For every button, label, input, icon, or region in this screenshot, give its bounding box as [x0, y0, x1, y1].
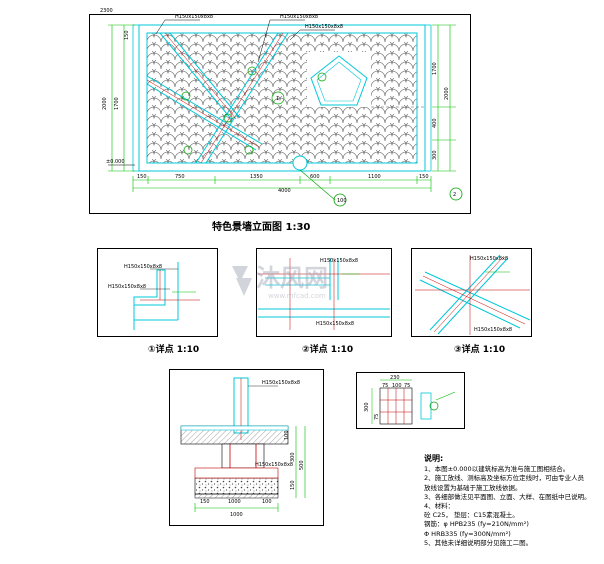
small-dim-75b: 75: [404, 383, 410, 389]
wall-elevation: 100 1 H150x150x8x8 H150x150x8x8 H150x150…: [132, 14, 432, 207]
detail1-label-a: H150x150x8x8: [124, 264, 162, 270]
note-item-9: 5、其他未详细说明部分见施工二图。: [424, 538, 533, 547]
dim-1700-right: 1700: [432, 62, 438, 75]
marker-2: 2: [453, 192, 456, 198]
marker-100: 100: [337, 198, 347, 204]
small-dim-100a: 100: [392, 383, 402, 389]
detail3-caption: ③详点 1:10: [454, 345, 506, 355]
detail1-label-b: H150x150x8x8: [108, 284, 146, 290]
right-dim-texts: 1700 2000 400 300: [432, 62, 450, 160]
note-item-3: 放线设置为基础于施工放线依据。: [424, 483, 522, 492]
note-item-7: 钢筋：φ HPB235 (fy=210N/mm²): [424, 520, 529, 529]
detail1-caption: ①详点 1:10: [148, 345, 200, 355]
detail2-caption: ②详点 1:10: [302, 345, 354, 355]
section-dim-base: 1000: [230, 512, 243, 518]
detail3-frame: [411, 248, 532, 337]
note-item-6: 砼 C25， 垫层：C15素混凝土。: [424, 511, 519, 520]
detail1-drawing: H150x150x8x8 H150x150x8x8: [108, 262, 200, 330]
callout-label-1: H150x150x8x8: [175, 14, 213, 20]
watermark-text: 沐风网: [256, 264, 328, 292]
dim-bottom-150a: 150: [137, 174, 147, 180]
callout-label-2: H150x150x8x8: [280, 14, 318, 20]
notes-block: 说明: 1、本图±0.000以建筑标高为准与施工图相结合。 2、施工放线、测标高…: [424, 454, 599, 548]
small-dim-300: 300: [364, 402, 370, 412]
scale-pattern-infill: [147, 33, 417, 163]
small-dim-230: 230: [390, 375, 400, 381]
section-dim-100: 100: [284, 430, 290, 440]
bottom-dim-texts: 150 750 1350 600 1100 150 4000: [137, 174, 429, 194]
callout-label-3: H150x150x8x8: [305, 24, 343, 30]
section-dim-150b: 100: [262, 499, 272, 505]
detail2-label-a: H150x150x8x8: [320, 258, 358, 264]
detail3-label-a: H150x150x8x8: [470, 256, 508, 262]
detail2-frame: [256, 248, 392, 337]
dim-total-4000: 4000: [278, 188, 291, 194]
section-dim-150a: 150: [200, 499, 210, 505]
dim-bottom-750: 750: [175, 174, 185, 180]
dim-bottom-1100: 1100: [368, 174, 381, 180]
dim-bottom-1350: 1350: [250, 174, 263, 180]
detail3-drawing: H150x150x8x8 H150x150x8x8: [415, 254, 531, 335]
dim-1700-left: 1700: [114, 97, 120, 110]
foundation-section: H150x150x8x8 H150x150x8x8 100 500 300 15…: [180, 377, 306, 518]
dim-bottom-150b: 150: [419, 174, 429, 180]
dim-2300: 2300: [100, 8, 113, 14]
detail3-label-b: H150x150x8x8: [474, 327, 512, 333]
left-dim-texts: 2300 1700 2000 ±0.000 150: [100, 8, 130, 165]
section-dim-150: 150: [290, 480, 296, 490]
section-label-b: H150x150x8x8: [255, 462, 293, 468]
watermark-url: www.mfcad.com: [268, 292, 326, 300]
marker-1: 1: [276, 96, 279, 102]
dim-bottom-600: 600: [310, 174, 320, 180]
section-dim-500: 500: [299, 460, 305, 470]
dim-2000-right: 2000: [444, 87, 450, 100]
detail2-label-b: H150x150x8x8: [316, 321, 354, 327]
dim-300-right: 300: [432, 150, 438, 160]
dim-level-zero: ±0.000: [106, 159, 125, 165]
main-dimension-lines: [108, 24, 456, 192]
main-elevation-title: 特色景墙立面图 1:30: [212, 222, 311, 233]
note-item-5: 4、材料：: [424, 502, 455, 511]
small-dim-75c: 75: [374, 414, 380, 420]
note-item-8: Φ HRB335 (fy=300N/mm²): [424, 529, 511, 538]
dim-2000-left: 2000: [102, 97, 108, 110]
detail2-drawing: H150x150x8x8 H150x150x8x8: [258, 258, 390, 330]
small-dim-75a: 75: [382, 383, 388, 389]
note-item-1: 1、本图±0.000以建筑标高为准与施工图相结合。: [424, 465, 570, 474]
section-label-a: H150x150x8x8: [262, 380, 300, 386]
small-detail-drawing: 230 75 100 75 300 75: [364, 375, 456, 425]
section-dim-300: 300: [290, 452, 296, 462]
dim-150-left: 150: [124, 30, 130, 40]
section-dim-1000a: 1000: [228, 499, 241, 505]
dim-400-right: 400: [432, 118, 438, 128]
notes-title: 说明:: [424, 454, 444, 463]
watermark: 沐风网 www.mfcad.com: [232, 264, 328, 300]
note-item-4: 3、各细部做法见平面图、立面、大样、在图纸中已说明。: [424, 492, 591, 501]
note-item-2: 2、施工放线、测标高及坐标方位定线时，可由专业人员: [424, 474, 585, 483]
